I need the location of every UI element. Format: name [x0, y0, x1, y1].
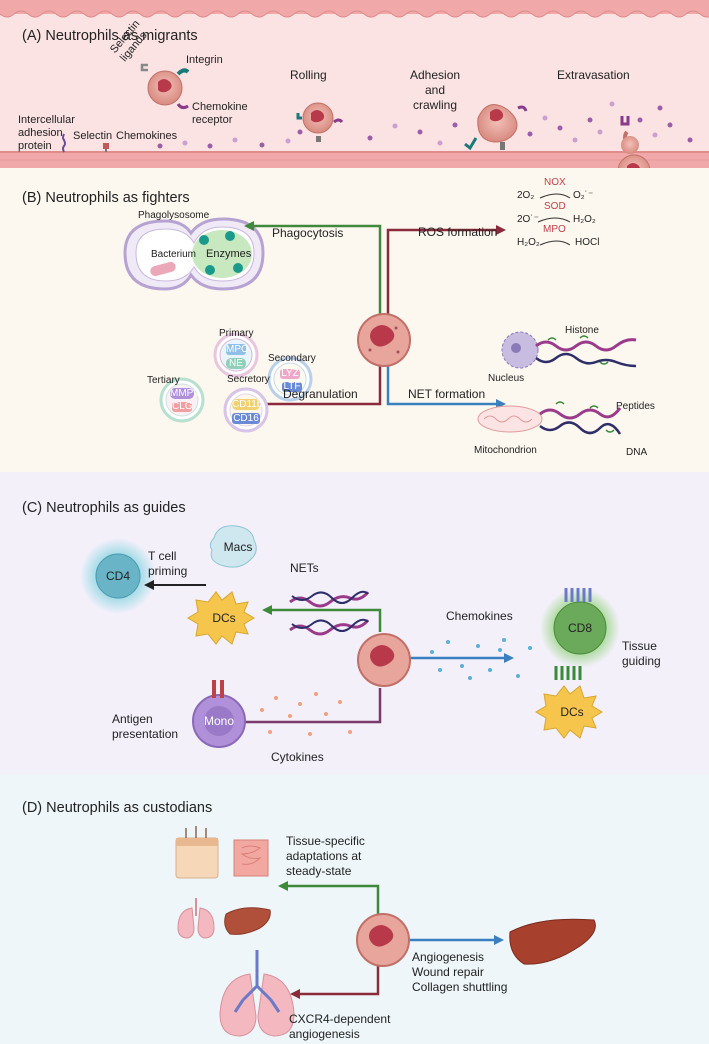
neutrophil-legend-icon — [140, 63, 190, 110]
net-illustration — [477, 331, 637, 435]
neutrophil-custodian-icon — [356, 913, 410, 967]
label-net-formation: NET formation — [408, 387, 486, 401]
panel-a-title: (A) Neutrophils as migrants — [22, 28, 198, 44]
adhesion-protein-icon — [62, 133, 66, 153]
label-adhesion: Adhesion and crawling — [410, 68, 461, 112]
label-phagocytosis: Phagocytosis — [272, 226, 344, 240]
marker-clg: CLG — [172, 401, 193, 412]
label-t-cell-priming: T cell priming — [148, 549, 188, 578]
granule-tertiary-icon — [159, 377, 205, 423]
cell-cd4: CD4 — [105, 569, 130, 583]
marker-mmp9: MMP9 — [170, 388, 199, 399]
label-tissue-guiding: Tissue guiding — [622, 639, 661, 668]
enzyme-mpo: MPO — [543, 224, 566, 235]
eq1-right: O₂˙⁻ — [573, 190, 594, 201]
neutrophil-guides-icon — [357, 633, 411, 687]
panel-fighters: (B) Neutrophils as fighters Phagolysosom… — [0, 168, 709, 472]
panel-d-title: (D) Neutrophils as custodians — [22, 800, 213, 816]
marker-lyz: LYZ — [281, 368, 299, 379]
enzyme-nox: NOX — [544, 177, 566, 188]
granule-secondary-icon — [267, 356, 313, 402]
label-rolling: Rolling — [290, 68, 327, 82]
chemokine-particles — [430, 638, 532, 680]
marker-ltf: LTF — [283, 381, 301, 392]
eq2-left: 2O˙⁻ — [517, 214, 539, 225]
lungs-large-icon — [219, 950, 295, 1037]
guides-illustration — [80, 525, 620, 748]
dcs-left-icon — [187, 591, 255, 645]
label-secretory: Secretory — [227, 374, 270, 385]
label-nets: NETs — [290, 561, 319, 575]
label-cytokines: Cytokines — [271, 750, 324, 764]
panel-c-title: (C) Neutrophils as guides — [22, 500, 186, 516]
label-histone: Histone — [565, 325, 599, 336]
macs-icon — [209, 525, 257, 568]
label-ros-formation: ROS formation — [418, 225, 498, 239]
panel-b-title: (B) Neutrophils as fighters — [22, 190, 190, 206]
eq3-left: H₂O₂ — [517, 237, 540, 248]
label-angiogenesis-list: Angiogenesis Wound repair Collagen shutt… — [412, 950, 508, 994]
label-cxcr4: CXCR4-dependent angiogenesis — [289, 1012, 391, 1041]
label-tissue-specific: Tissue-specific adaptations at steady-st… — [286, 834, 365, 878]
label-degranulation: Degranulation — [283, 387, 358, 401]
label-enzymes: Enzymes — [206, 248, 252, 260]
cytokine-particles — [260, 692, 352, 736]
eq3-right: HOCl — [575, 237, 600, 248]
neutrophil-rolling-icon — [296, 102, 344, 142]
marker-ne: NE — [229, 358, 243, 369]
custodians-illustration — [175, 826, 596, 1037]
cell-dcs-right: DCs — [560, 705, 584, 719]
eq2-right: H₂O₂ — [573, 214, 596, 225]
label-dna: DNA — [626, 447, 648, 458]
chemokine-dots — [157, 101, 693, 149]
phagolysosome-icon — [123, 217, 265, 291]
label-antigen-presentation: Antigen presentation — [112, 712, 179, 741]
cell-mono: Mono — [203, 714, 235, 728]
label-chemokines-c: Chemokines — [446, 609, 513, 623]
label-integrin: Integrin — [186, 54, 223, 66]
cell-cd8: CD8 — [567, 621, 592, 635]
label-chemokines-a: Chemokines — [116, 130, 178, 142]
neutrophil-central-icon — [357, 313, 411, 367]
label-nucleus: Nucleus — [488, 373, 525, 384]
mono-icon — [192, 680, 246, 748]
marker-mpo: MPO — [226, 344, 249, 355]
label-mitochondrion: Mitochondrion — [474, 445, 537, 456]
eq1-left: 2O₂ — [517, 190, 535, 201]
panel-custodians: (D) Neutrophils as custodians Tissue-spe… — [0, 774, 709, 1044]
dcs-right-icon — [535, 685, 603, 739]
label-peptides: Peptides — [616, 401, 655, 412]
label-intercellular-adhesion: Intercellular adhesion protein — [18, 114, 75, 152]
lungs-small-icon — [177, 898, 215, 939]
label-phagolysosome: Phagolysosome — [138, 210, 210, 221]
cell-macs: Macs — [223, 540, 253, 554]
label-selectin: Selectin — [73, 130, 113, 142]
label-chemokine-receptor: Chemokine receptor — [192, 101, 248, 126]
granule-secretory-icon — [223, 387, 269, 433]
label-bacterium: Bacterium — [151, 249, 197, 260]
neutrophil-adhesion-icon — [464, 104, 528, 151]
label-tertiary: Tertiary — [147, 375, 180, 386]
label-extravasation: Extravasation — [557, 68, 630, 82]
liver-large-icon — [509, 918, 596, 965]
enzyme-sod: SOD — [544, 201, 566, 212]
liver-small-icon — [224, 907, 271, 935]
panel-migrants: (A) Neutrophils as migrants Selectin lig… — [0, 0, 709, 188]
skin-tissue-icon — [175, 826, 219, 879]
label-primary: Primary — [219, 328, 254, 339]
panel-guides: (C) Neutrophils as guides CD4 T cell pri… — [0, 472, 709, 774]
intestine-icon — [233, 839, 269, 877]
marker-cd11b: CD11b — [232, 399, 263, 410]
label-secondary: Secondary — [268, 353, 316, 364]
fighters-illustration — [123, 193, 637, 435]
granule-primary-icon — [213, 332, 259, 378]
selectin-icon — [103, 143, 109, 149]
cell-dcs-left: DCs — [212, 611, 236, 625]
marker-cd16: CD16 — [233, 413, 259, 424]
